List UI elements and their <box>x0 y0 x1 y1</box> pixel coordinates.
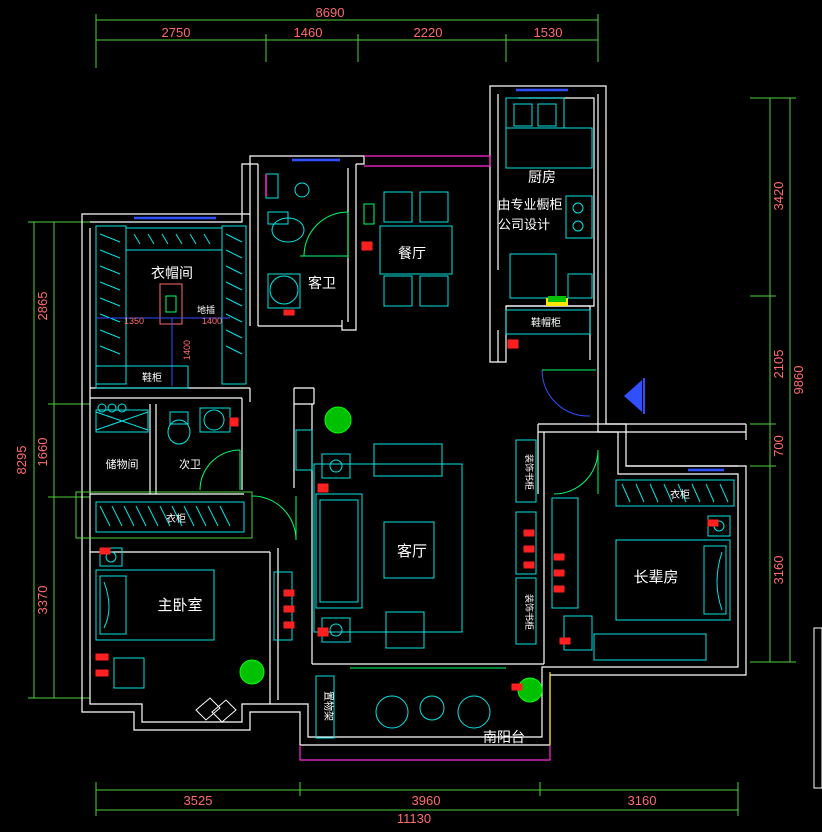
balcony-rail <box>299 745 551 761</box>
master-wardrobe-label: 衣柜 <box>166 512 186 525</box>
shoe-cabinet-entry-label: 鞋帽柜 <box>531 316 561 329</box>
master-bedroom-label: 主卧室 <box>157 596 202 614</box>
dining-label: 餐厅 <box>398 246 426 262</box>
left-dim-2: 1660 <box>35 438 50 467</box>
right-total-dim: 9860 <box>791 366 806 395</box>
top-dim-4: 1530 <box>534 25 563 40</box>
elder-room-furniture <box>551 479 735 661</box>
entrance-arrow-icon <box>624 380 642 412</box>
left-dim-1: 2865 <box>35 292 50 321</box>
left-total-dim: 8295 <box>14 446 29 475</box>
top-total-dim: 8690 <box>316 5 345 20</box>
second-bath-fixtures <box>167 407 239 445</box>
bottom-dim-1: 3525 <box>184 793 213 808</box>
rack-label: 置物架 <box>322 691 335 721</box>
windows <box>134 88 724 472</box>
dining-window-frame <box>364 155 491 167</box>
dim-1350: 1350 <box>124 316 144 326</box>
guest-bath-fixtures <box>265 173 310 316</box>
left-dimension-lines <box>28 221 90 699</box>
living-room-furniture <box>295 406 537 649</box>
bottom-dim-3: 3160 <box>628 793 657 808</box>
top-dimension-lines <box>95 14 599 68</box>
storage-room-label: 储物间 <box>106 457 139 471</box>
storage-fixtures <box>95 403 149 433</box>
right-dim-4: 3160 <box>771 556 786 585</box>
kitchen-fixtures <box>505 97 593 349</box>
elder-wardrobe-label: 衣柜 <box>670 488 690 501</box>
balcony-furniture <box>315 667 543 739</box>
deco-shelf-label-1: 装饰书柜 <box>523 454 535 490</box>
exterior-walls <box>81 85 747 746</box>
shoe-cabinet-label: 鞋柜 <box>142 371 162 384</box>
kitchen-note-2: 公司设计 <box>498 218 550 233</box>
living-room-label: 客厅 <box>397 542 427 560</box>
bottom-dim-2: 3960 <box>412 793 441 808</box>
right-dim-2: 2105 <box>771 350 786 379</box>
guest-bath-label: 客卫 <box>308 275 336 292</box>
second-bath-label: 次卫 <box>179 457 201 471</box>
top-dim-1: 2750 <box>162 25 191 40</box>
elder-room-label: 长辈房 <box>633 568 678 586</box>
kitchen-note-1: 由专业橱柜 <box>497 198 562 213</box>
wardrobe-room-label: 衣帽间 <box>151 266 193 282</box>
right-dim-1: 3420 <box>771 182 786 211</box>
master-bedroom-furniture <box>95 547 295 723</box>
floor-drain-label: 地插 <box>197 304 215 316</box>
bottom-total-dim: 11130 <box>397 811 431 826</box>
wardrobe-room-furniture <box>95 225 247 389</box>
top-dim-3: 2220 <box>414 25 443 40</box>
right-dimension-lines <box>750 97 796 663</box>
shoe-cabinet <box>505 309 591 335</box>
kitchen-label: 厨房 <box>528 170 556 186</box>
dining-furniture <box>361 191 453 307</box>
dim-1400-b: 1400 <box>182 340 192 360</box>
right-dim-3: 700 <box>771 435 786 457</box>
edge-fragment <box>813 627 822 789</box>
deco-shelf-label-2: 装饰书柜 <box>523 594 535 630</box>
balcony-label: 南阳台 <box>483 730 525 746</box>
bottom-dimension-lines <box>95 782 739 816</box>
doors <box>199 211 599 541</box>
master-wardrobe <box>75 491 253 539</box>
left-dim-3: 3370 <box>35 586 50 615</box>
dim-1400-a: 1400 <box>202 316 222 326</box>
top-dim-2: 1460 <box>294 25 323 40</box>
